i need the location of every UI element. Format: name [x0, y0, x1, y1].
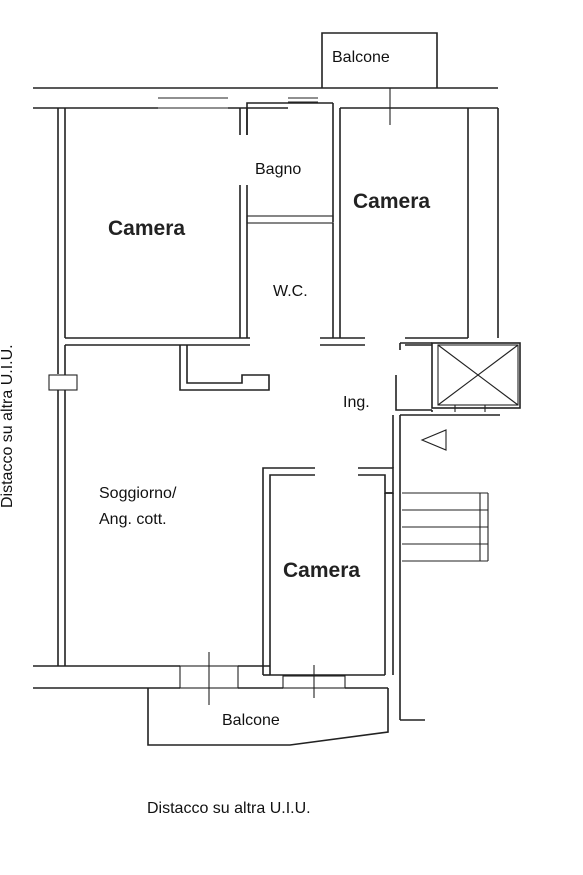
lift-shaft	[431, 342, 521, 412]
balcony-top-label: Balcone	[332, 49, 390, 66]
room-label-bagno: Bagno	[255, 161, 301, 178]
room-label-soggiorno-line1: Soggiorno/	[99, 485, 177, 502]
room-label-soggiorno-line2: Ang. cott.	[99, 511, 167, 528]
balcony-bottom-label: Balcone	[222, 712, 280, 729]
exterior-wall-bottom	[33, 652, 388, 705]
balcony-bottom	[147, 688, 389, 746]
balcony-top	[321, 32, 438, 88]
room-label-camera-right: Camera	[353, 190, 430, 213]
room-label-wc: W.C.	[273, 283, 308, 300]
interior-walls	[65, 102, 468, 676]
exterior-wall-left	[48, 108, 78, 666]
note-bottom: Distacco su altra U.I.U.	[147, 800, 311, 817]
stair-walls	[392, 342, 500, 721]
exterior-wall-right-upper	[467, 108, 499, 338]
stair-steps	[402, 492, 489, 562]
room-label-camera-bottom: Camera	[283, 559, 360, 582]
note-left: Distacco su altra U.I.U.	[0, 344, 16, 508]
room-label-camera-left: Camera	[108, 217, 185, 240]
exterior-wall-top	[33, 87, 498, 125]
room-label-ingresso: Ing.	[343, 394, 370, 411]
